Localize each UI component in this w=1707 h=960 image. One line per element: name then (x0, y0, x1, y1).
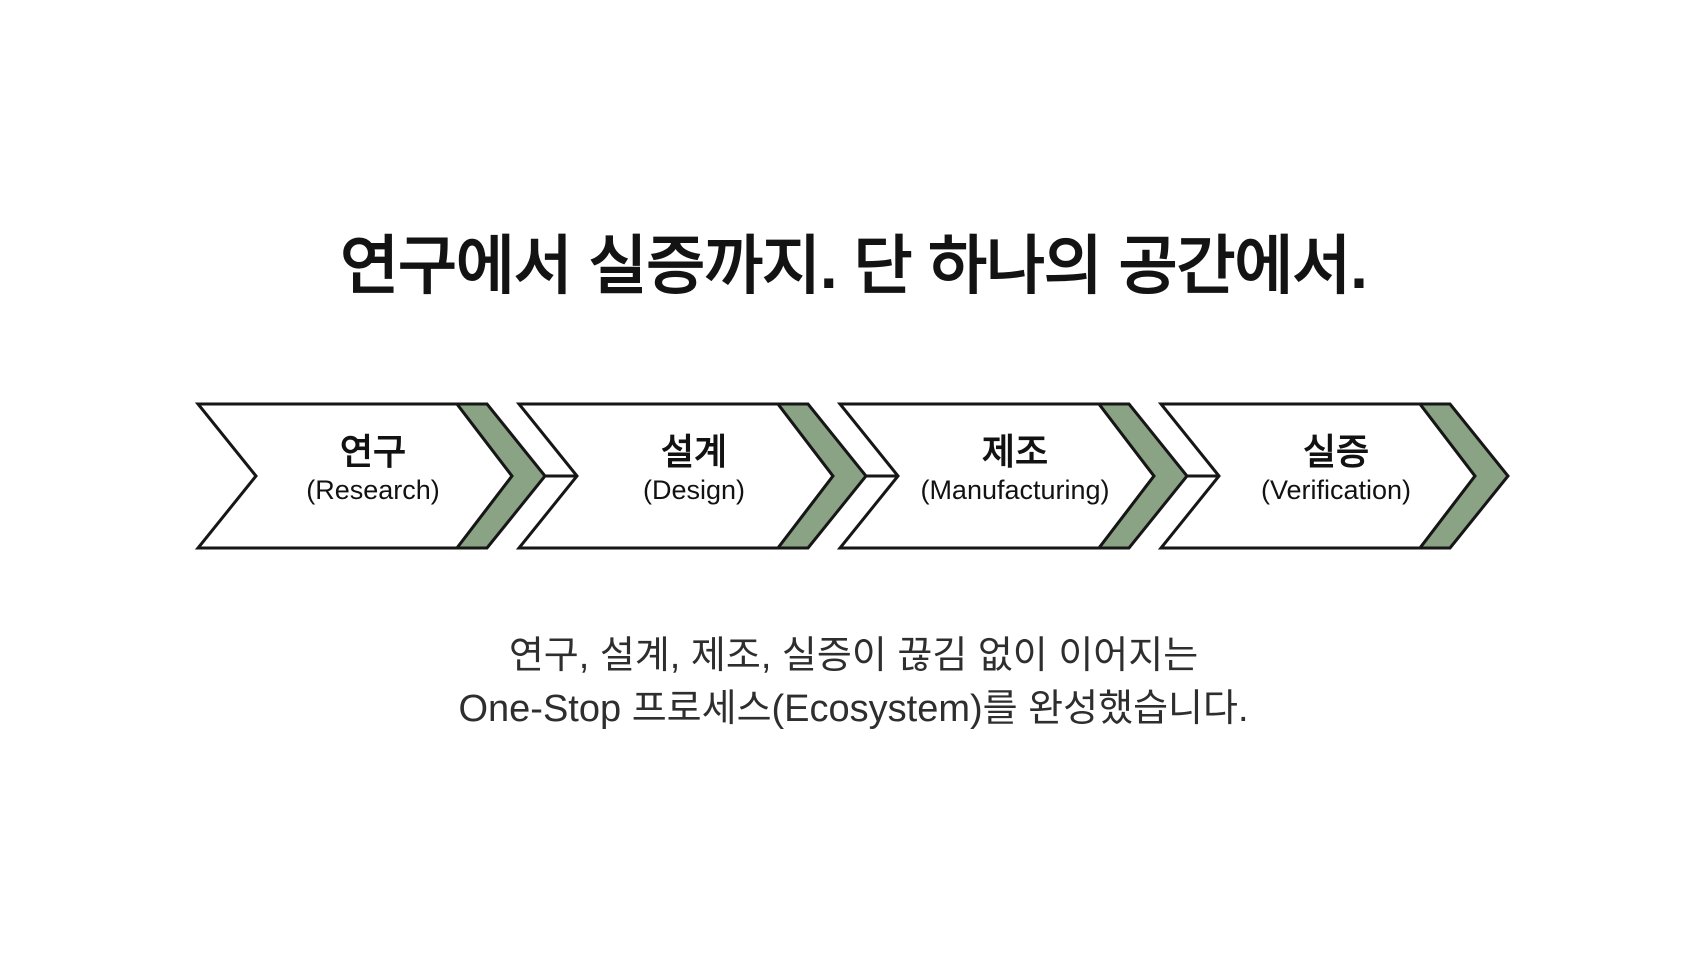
step-label-2: 설계 (Design) (544, 430, 844, 507)
step-label-english: (Research) (306, 475, 440, 505)
arrow-tip-chevron (453, 402, 547, 550)
step-label-3: 제조 (Manufacturing) (865, 430, 1165, 507)
arrow-tip-chevron (1095, 402, 1189, 550)
step-label-4: 실증 (Verification) (1186, 430, 1486, 507)
process-step-arrow-2 (515, 402, 898, 550)
step-label-english: (Manufacturing) (920, 475, 1110, 505)
page-title: 연구에서 실증까지. 단 하나의 공간에서. (340, 230, 1368, 302)
step-label-english: (Design) (642, 475, 746, 505)
step-label-korean: 설계 (660, 431, 728, 472)
caption-line-1: 연구, 설계, 제조, 실증이 끊김 없이 이어지는 (508, 635, 1199, 677)
process-step-arrow-4 (1157, 402, 1510, 550)
arrow-tip-chevron (774, 402, 868, 550)
step-label-korean: 연구 (339, 431, 407, 472)
caption-line-2: One-Stop 프로세스(Ecosystem)를 완성했습니다. (458, 688, 1249, 730)
step-label-1: 연구 (Research) (223, 430, 523, 507)
process-step-arrow-1 (194, 402, 577, 550)
step-label-english: (Verification) (1260, 475, 1412, 505)
process-step-arrow-3 (836, 402, 1219, 550)
process-flow-diagram (194, 402, 1510, 550)
step-label-korean: 실증 (1302, 431, 1370, 472)
caption: 연구, 설계, 제조, 실증이 끊김 없이 이어지는 One-Stop 프로세스… (0, 630, 1707, 736)
step-label-korean: 제조 (981, 431, 1049, 472)
arrow-tip-chevron (1416, 402, 1510, 550)
